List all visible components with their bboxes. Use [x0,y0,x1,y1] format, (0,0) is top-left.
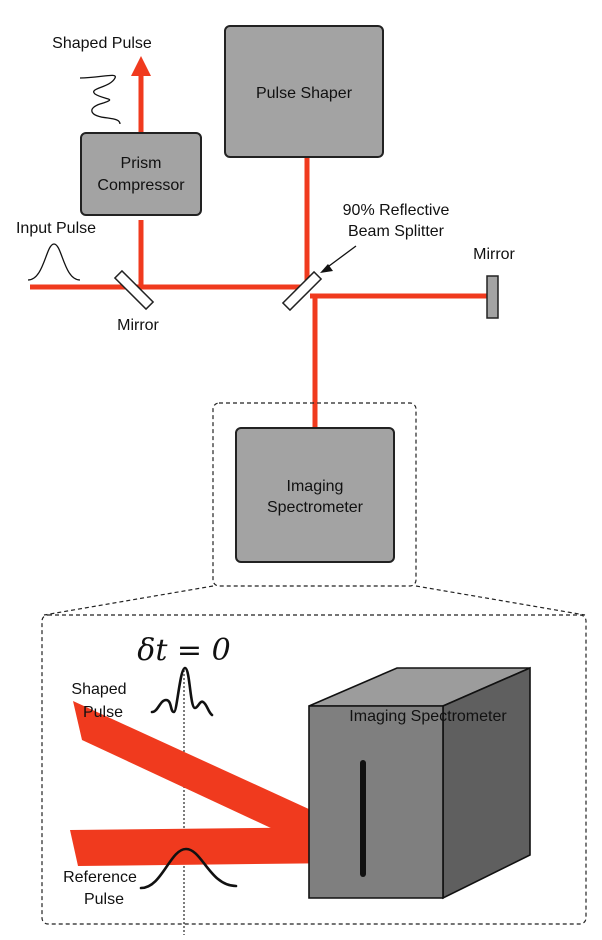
zoom-detail-frame [41,614,587,925]
shaped-pulse-top-label: Shaped Pulse [52,35,152,52]
reference-pulse-label-line2: Pulse [84,891,124,908]
spectrometer-cube-front [308,705,444,899]
shaped-pulse-waveform [150,666,214,717]
shaped-pulse-top-waveform [79,74,121,125]
spectrometer-cube-side [442,666,531,900]
zoom-connector-right [415,585,586,616]
prism-compressor-label-line2: Compressor [97,177,185,194]
delta-t-equation: δt = 0 [137,633,230,668]
imaging-spectrometer-label-line2: Spectrometer [267,499,364,516]
beam-splitter-label-line1: 90% Reflective [343,202,450,219]
imaging-spectrometer-box [235,427,395,563]
shaped-pulse-label-line1: Shaped [71,681,126,698]
beam-splitter-pointer-arrow [320,245,357,273]
right-mirror-label: Mirror [473,246,515,263]
prism-compressor-label-line1: Prism [121,155,162,172]
right-mirror [486,275,499,319]
cube-label: Imaging Spectrometer [349,708,507,725]
left-mirror [113,269,155,311]
pulse-shaper-label: Pulse Shaper [256,85,353,102]
zoom-connector-left [43,585,214,616]
imaging-spectrometer-label-line1: Imaging [287,478,344,495]
reference-pulse-waveform [139,847,238,890]
zoom-source-frame [212,402,417,587]
left-mirror-label: Mirror [117,317,159,334]
reference-pulse-beam [70,827,348,866]
input-pulse-label: Input Pulse [16,220,96,237]
shaped-pulse-beam [73,701,348,863]
beam-splitter [281,270,323,312]
reference-pulse-label-line1: Reference [63,869,137,886]
laser-beams [30,56,487,428]
beam-splitter-label-line2: Beam Splitter [348,223,445,240]
pulse-shaper-box [224,25,384,158]
shaped-pulse-label-line2: Pulse [83,704,123,721]
prism-compressor-box [80,132,202,216]
input-pulse-waveform [27,243,81,281]
